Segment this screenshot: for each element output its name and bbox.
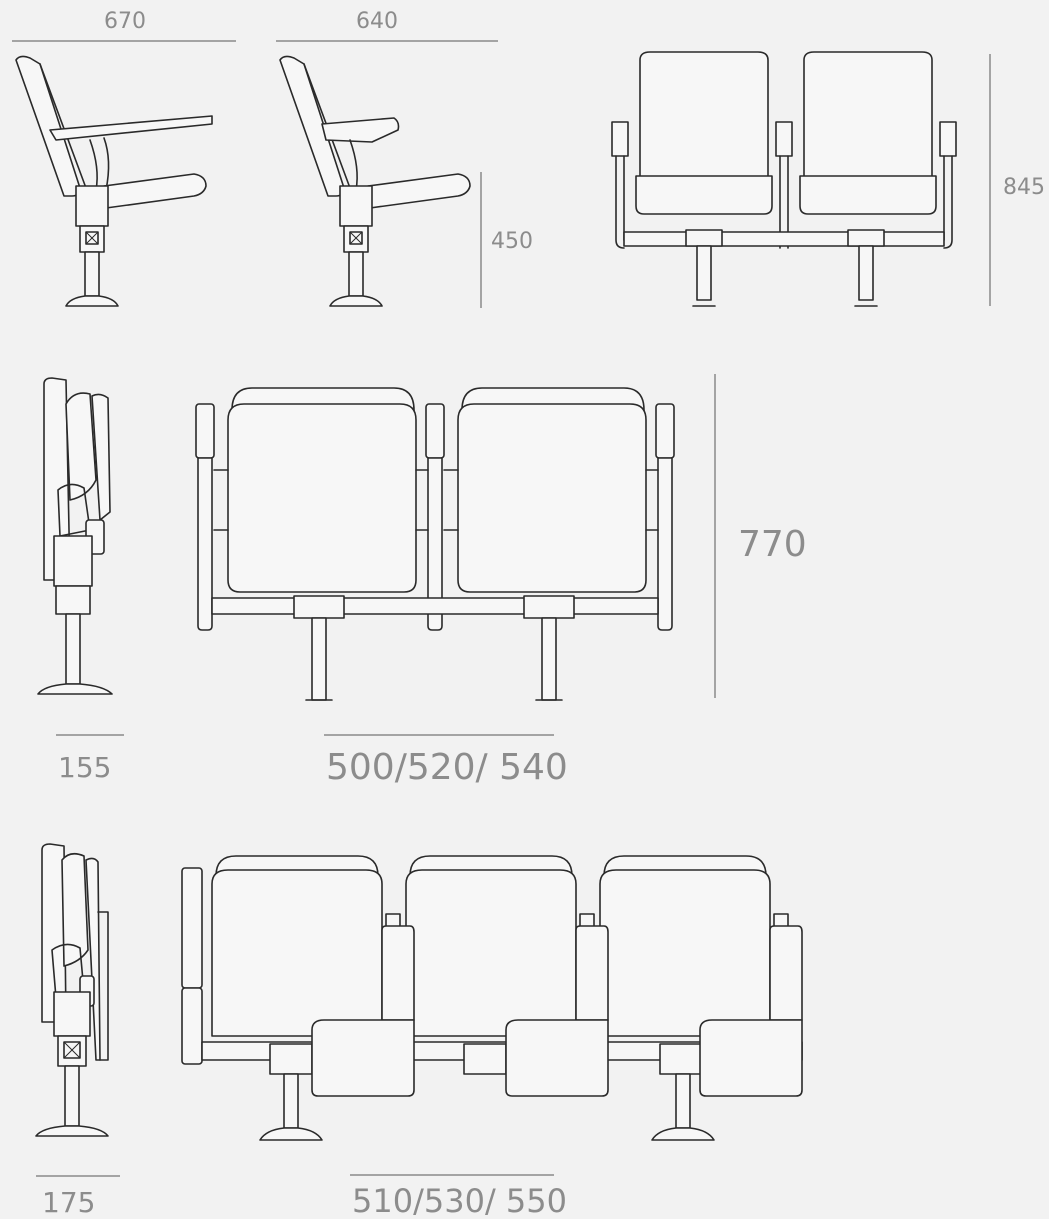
mechanism-box	[53, 535, 93, 587]
floor-base	[35, 1125, 109, 1137]
backrest-left	[639, 51, 769, 181]
folded-seat-3	[599, 869, 771, 1037]
floor-base-3	[651, 1127, 715, 1141]
leg-left	[311, 617, 327, 701]
backrest-right	[803, 51, 933, 181]
folded-side-view-3: 175	[35, 843, 120, 1219]
floor-base	[37, 683, 113, 695]
seat-left	[635, 175, 773, 215]
bracket-2	[463, 1043, 507, 1075]
leg-right	[541, 617, 557, 701]
arm-cap-left	[195, 403, 215, 459]
dim-label-670: 670	[104, 9, 146, 34]
mechanism-box	[339, 185, 373, 227]
floor-base-1	[259, 1127, 323, 1141]
folded-arm	[91, 393, 111, 521]
folded-seat	[61, 852, 89, 967]
seat-right	[799, 175, 937, 215]
writing-tablet-3	[699, 1019, 803, 1097]
dim-label-770: 770	[738, 524, 807, 565]
beam	[623, 231, 945, 247]
pedestal-column	[64, 1065, 80, 1127]
folded-tablet	[85, 857, 101, 1061]
bracket-left	[293, 595, 345, 619]
folded-seat-1	[211, 869, 383, 1037]
folded-seat-2	[405, 869, 577, 1037]
bracket-3	[659, 1043, 703, 1075]
pedestal-column	[348, 251, 364, 297]
leg-right	[858, 245, 874, 301]
bracket-right	[847, 229, 885, 247]
bracket-left	[685, 229, 723, 247]
arm-cap-left	[611, 121, 629, 157]
writing-tablet-1	[311, 1019, 415, 1097]
leg-left	[696, 245, 712, 301]
dim-label-450: 450	[491, 229, 533, 254]
tablet-housing-2	[381, 925, 415, 1021]
pedestal-column	[84, 251, 100, 297]
arm-post-left	[181, 867, 203, 989]
arm-cap-middle	[775, 121, 793, 157]
folded-seat	[65, 392, 97, 501]
mechanism-lower	[55, 585, 91, 615]
mechanism-box	[53, 991, 91, 1037]
writing-tablet-2	[505, 1019, 609, 1097]
side-view-tablet: 670	[12, 9, 236, 307]
pedestal-column	[65, 613, 81, 685]
dim-label-845: 845	[1003, 175, 1045, 200]
backrest	[15, 55, 81, 197]
folded-seat-right	[457, 403, 647, 593]
armrest	[321, 117, 400, 143]
seat-cushion	[103, 173, 207, 209]
arm-cap-middle	[425, 403, 445, 459]
bracket-1	[269, 1043, 313, 1075]
front-view-two-seats: 845	[611, 51, 1045, 307]
leg-3	[675, 1073, 691, 1129]
folded-seat-left	[227, 403, 417, 593]
dim-label-175: 175	[42, 1186, 95, 1219]
floor-base	[65, 295, 119, 307]
dim-label-pitch-3: 510/530/ 550	[352, 1182, 567, 1219]
side-view-arm: 640 450	[276, 9, 533, 308]
seat-cushion	[367, 173, 471, 209]
tablet-housing-4	[769, 925, 803, 1021]
front-view-three-seats: 510/530/ 550	[181, 855, 803, 1219]
bracket-right	[523, 595, 575, 619]
dim-label-pitch-2: 500/520/ 540	[326, 747, 568, 788]
mechanism-box	[75, 185, 109, 227]
tablet-housing-3	[575, 925, 609, 1021]
arm-cap-right	[939, 121, 957, 157]
beam	[211, 597, 659, 615]
folded-backrest	[43, 377, 71, 581]
dim-label-640: 640	[356, 9, 398, 34]
writing-tablet	[49, 115, 213, 141]
folded-side-view-2: 155	[37, 377, 124, 784]
arm-cap-right	[655, 403, 675, 459]
leg-1	[283, 1073, 299, 1129]
dim-label-155: 155	[58, 751, 111, 784]
folded-front-view-two-seats: 500/520/ 540 770	[195, 374, 807, 788]
floor-base	[329, 295, 383, 307]
